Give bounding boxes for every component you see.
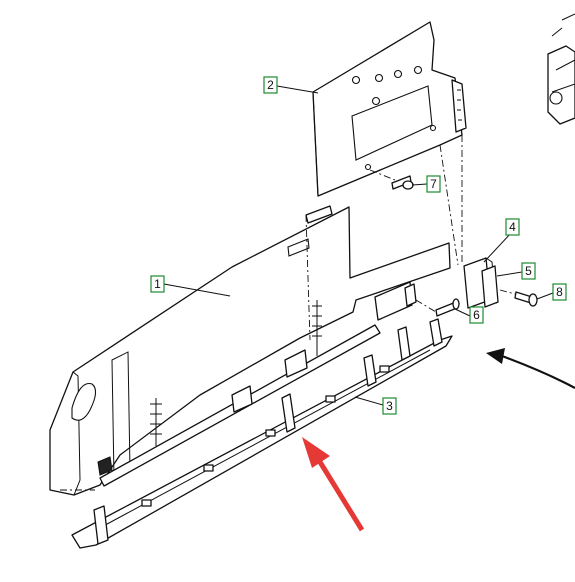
callout-7-label: 7 xyxy=(430,177,437,191)
callout-3: 3 xyxy=(382,397,397,415)
callout-2-label: 2 xyxy=(267,78,274,92)
rod-assembly xyxy=(97,281,417,487)
callout-6: 6 xyxy=(469,306,484,324)
callout-5-label: 5 xyxy=(525,264,532,278)
inset-detail xyxy=(547,13,575,125)
part-5-plate xyxy=(481,265,499,308)
callout-1: 1 xyxy=(150,275,165,293)
part-8-bolt xyxy=(514,291,538,307)
curved-arrow-icon xyxy=(486,348,575,389)
callout-1-label: 1 xyxy=(154,277,161,291)
part-6-bolt xyxy=(435,298,460,317)
leader-lines xyxy=(163,85,554,406)
callout-8: 8 xyxy=(552,283,567,301)
part-1-side-panel xyxy=(49,205,451,496)
callout-6-label: 6 xyxy=(473,308,480,322)
callout-4: 4 xyxy=(505,218,520,236)
callout-3-label: 3 xyxy=(386,399,393,413)
callout-4-label: 4 xyxy=(509,220,516,234)
callout-2: 2 xyxy=(263,76,278,94)
part-7-bolt xyxy=(391,175,414,190)
red-pointer-arrow-icon xyxy=(302,437,365,532)
callout-5: 5 xyxy=(521,262,536,280)
callout-8-label: 8 xyxy=(556,285,563,299)
chains xyxy=(150,300,322,446)
part-2-plate xyxy=(312,21,467,197)
assembly-lines xyxy=(60,135,516,491)
callout-7: 7 xyxy=(426,175,441,193)
part-3-bottom-rail xyxy=(71,318,453,549)
